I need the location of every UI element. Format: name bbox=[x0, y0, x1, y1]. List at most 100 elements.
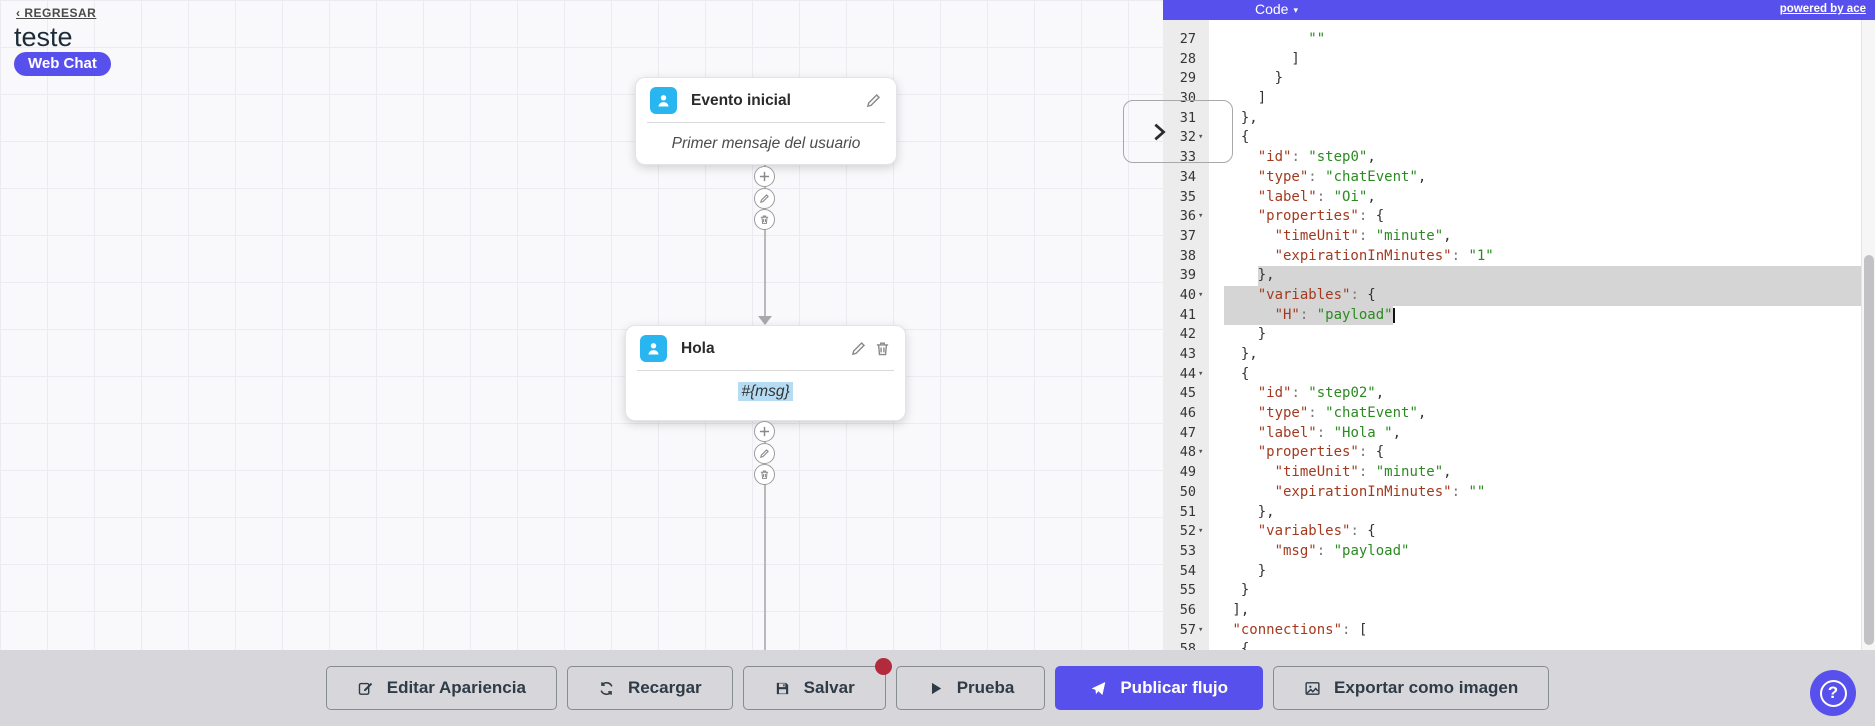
save-button[interactable]: Salvar bbox=[742, 658, 892, 710]
code-lines[interactable]: "" ] } ] }, { "id": "step0", "type": "ch… bbox=[1209, 20, 1875, 650]
code-mode-dropdown[interactable]: Code▾ bbox=[1255, 1, 1298, 17]
collapse-panel-handle[interactable] bbox=[1123, 100, 1233, 163]
export-image-button[interactable]: Exportar como imagen bbox=[1273, 666, 1550, 710]
code-line[interactable]: } bbox=[1224, 562, 1861, 582]
fold-toggle-icon[interactable]: ▾ bbox=[1198, 447, 1204, 458]
code-line[interactable]: "timeUnit": "minute", bbox=[1224, 463, 1861, 483]
gutter-line-number[interactable]: 39 bbox=[1179, 267, 1196, 284]
code-line[interactable]: "variables": { bbox=[1224, 522, 1861, 542]
edit-step-button[interactable] bbox=[754, 188, 775, 209]
editor-scrollbar[interactable] bbox=[1861, 20, 1875, 650]
code-line[interactable]: }, bbox=[1224, 503, 1861, 523]
node-hola[interactable]: Hola #{msg} bbox=[625, 325, 906, 421]
code-line[interactable]: { bbox=[1224, 365, 1861, 385]
chevron-right-icon bbox=[1154, 123, 1166, 141]
code-line[interactable]: "" bbox=[1224, 30, 1861, 50]
code-line[interactable]: "expirationInMinutes": "1" bbox=[1224, 247, 1861, 267]
publish-flow-button[interactable]: Publicar flujo bbox=[1055, 666, 1264, 710]
code-line[interactable]: "H": "payload" bbox=[1224, 305, 1861, 326]
code-line[interactable]: }, bbox=[1224, 109, 1861, 129]
reload-button[interactable]: Recargar bbox=[566, 666, 733, 710]
code-line[interactable]: { bbox=[1224, 640, 1861, 650]
code-line[interactable]: "msg": "payload" bbox=[1224, 542, 1861, 562]
gutter-line-number[interactable]: 36▾ bbox=[1163, 207, 1209, 227]
edit-node-icon[interactable] bbox=[850, 340, 867, 357]
code-line[interactable]: { bbox=[1224, 128, 1861, 148]
back-link[interactable]: ‹ REGRESAR bbox=[16, 6, 97, 20]
code-line[interactable]: } bbox=[1224, 325, 1861, 345]
code-line[interactable]: "expirationInMinutes": "" bbox=[1224, 483, 1861, 503]
gutter-line-number[interactable]: 38 bbox=[1179, 247, 1196, 264]
edit-appearance-button[interactable]: Editar Apariencia bbox=[325, 666, 557, 710]
gutter-line-number[interactable]: 33 bbox=[1179, 149, 1196, 166]
code-line[interactable]: "properties": { bbox=[1224, 443, 1861, 463]
gutter-line-number[interactable]: 43 bbox=[1179, 346, 1196, 362]
gutter-line-number[interactable]: 42 bbox=[1179, 326, 1196, 343]
code-line[interactable]: } bbox=[1224, 69, 1861, 89]
help-button[interactable]: ? bbox=[1810, 670, 1856, 716]
gutter-line-number[interactable]: 29 bbox=[1179, 70, 1196, 87]
code-line[interactable]: "id": "step0", bbox=[1224, 148, 1861, 168]
gutter-line-number[interactable]: 57▾ bbox=[1163, 621, 1209, 641]
gutter-line-number[interactable]: 34 bbox=[1179, 168, 1196, 185]
gutter-line-number[interactable]: 47 bbox=[1179, 424, 1196, 441]
code-line[interactable]: "properties": { bbox=[1224, 207, 1861, 227]
gutter-line-number[interactable]: 51 bbox=[1179, 503, 1196, 520]
delete-node-icon[interactable] bbox=[874, 340, 891, 357]
code-line[interactable]: }, bbox=[1224, 266, 1861, 286]
fold-toggle-icon[interactable]: ▾ bbox=[1198, 132, 1204, 143]
fold-toggle-icon[interactable]: ▾ bbox=[1198, 289, 1204, 300]
flow-canvas[interactable]: ‹ REGRESAR teste Web Chat Evento inicial… bbox=[0, 0, 1168, 650]
code-line[interactable]: } bbox=[1224, 581, 1861, 601]
code-editor[interactable]: 27 28 29 30 31 32▾33 34 35 36▾37 38 39 40▾41 42 43 44▾… bbox=[1163, 20, 1875, 650]
gutter-line-number[interactable]: 55 bbox=[1179, 582, 1196, 599]
delete-step-button[interactable] bbox=[754, 464, 775, 485]
edit-node-icon[interactable] bbox=[865, 92, 882, 109]
code-line[interactable]: "variables": { bbox=[1224, 285, 1861, 306]
gutter-line-number[interactable]: 52▾ bbox=[1163, 522, 1209, 542]
gutter-line-number[interactable]: 44▾ bbox=[1163, 365, 1209, 385]
code-line[interactable]: ], bbox=[1224, 601, 1861, 621]
fold-toggle-icon[interactable]: ▾ bbox=[1198, 368, 1204, 379]
gutter-line-number[interactable]: 37 bbox=[1179, 227, 1196, 244]
code-line[interactable]: "connections": [ bbox=[1224, 621, 1861, 641]
gutter-line-number[interactable]: 32▾ bbox=[1163, 128, 1209, 148]
edit-step-button[interactable] bbox=[754, 443, 775, 464]
gutter-line-number[interactable]: 41 bbox=[1179, 306, 1196, 323]
gutter-line-number[interactable]: 30 bbox=[1179, 90, 1196, 107]
gutter-line-number[interactable]: 46 bbox=[1179, 405, 1196, 422]
gutter-line-number[interactable]: 53 bbox=[1179, 542, 1196, 559]
powered-by-ace-link[interactable]: powered by ace bbox=[1779, 3, 1866, 15]
gutter-line-number[interactable]: 48▾ bbox=[1163, 443, 1209, 463]
gutter-line-number[interactable]: 54 bbox=[1179, 562, 1196, 579]
code-line[interactable]: "timeUnit": "minute", bbox=[1224, 227, 1861, 247]
code-line[interactable]: "type": "chatEvent", bbox=[1224, 168, 1861, 188]
code-line[interactable]: }, bbox=[1224, 345, 1861, 365]
scrollbar-thumb[interactable] bbox=[1864, 255, 1874, 645]
gutter-line-number[interactable]: 35 bbox=[1179, 188, 1196, 205]
gutter-line-number[interactable]: 58 bbox=[1179, 641, 1196, 650]
gutter-line-number[interactable]: 31 bbox=[1179, 109, 1196, 126]
refresh-icon bbox=[600, 681, 613, 695]
code-line[interactable]: "label": "Oi", bbox=[1224, 188, 1861, 208]
delete-step-button[interactable] bbox=[754, 209, 775, 230]
gutter-line-number[interactable]: 40▾ bbox=[1163, 286, 1209, 306]
fold-toggle-icon[interactable]: ▾ bbox=[1198, 526, 1204, 537]
gutter-line-number[interactable]: 50 bbox=[1179, 483, 1196, 500]
code-line[interactable]: "label": "Hola ", bbox=[1224, 424, 1861, 444]
gutter-line-number[interactable]: 56 bbox=[1179, 601, 1196, 618]
gutter-line-number[interactable]: 28 bbox=[1179, 50, 1196, 67]
gutter-line-number[interactable]: 27 bbox=[1179, 31, 1196, 47]
code-line[interactable]: "type": "chatEvent", bbox=[1224, 404, 1861, 424]
gutter-line-number[interactable]: 49 bbox=[1179, 464, 1196, 481]
test-button[interactable]: Prueba bbox=[895, 666, 1046, 710]
gutter-line-number[interactable]: 45 bbox=[1179, 385, 1196, 402]
node-evento-inicial[interactable]: Evento inicial Primer mensaje del usuari… bbox=[635, 77, 897, 165]
fold-toggle-icon[interactable]: ▾ bbox=[1198, 624, 1204, 635]
add-step-button[interactable] bbox=[754, 421, 775, 442]
code-line[interactable]: ] bbox=[1224, 50, 1861, 70]
add-step-button[interactable] bbox=[754, 166, 775, 187]
code-line[interactable]: ] bbox=[1224, 89, 1861, 109]
code-line[interactable]: "id": "step02", bbox=[1224, 384, 1861, 404]
fold-toggle-icon[interactable]: ▾ bbox=[1198, 211, 1204, 222]
